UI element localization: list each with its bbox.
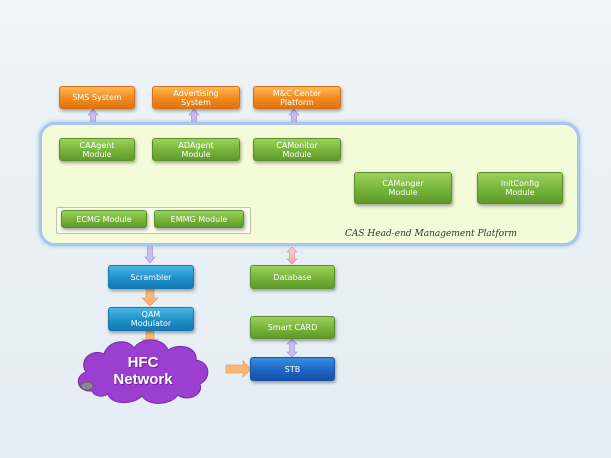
qam-modulator-box[interactable]: QAM Modulator [108, 307, 194, 331]
arrow-smartcard-stb [286, 338, 298, 358]
advertising-system-box[interactable]: Advertising System [152, 86, 240, 109]
hfc-network-label[interactable]: HFC Network [113, 354, 173, 388]
initconfig-module-box[interactable]: InitConfig Module [477, 172, 563, 204]
hfc-cloud-shape [77, 339, 209, 404]
arrow-scrambler-qam [141, 288, 159, 307]
scrambler-box[interactable]: Scrambler [108, 265, 194, 289]
caagent-module-box[interactable]: CAAgent Module [59, 138, 135, 161]
ecmg-module-box[interactable]: ECMG Module [61, 210, 147, 228]
mc-center-platform-box[interactable]: M&C Center Platform [253, 86, 341, 109]
arrow-platform-database [286, 246, 298, 265]
platform-label: CAS Head-end Management Platform [345, 229, 517, 239]
arrow-hfc-stb [225, 360, 252, 378]
camonitor-module-box[interactable]: CAMonitor Module [253, 138, 341, 161]
hfc-cable-icon [80, 381, 94, 391]
camanger-module-box[interactable]: CAManger Module [354, 172, 452, 204]
sms-system-box[interactable]: SMS System [59, 86, 135, 109]
adagent-module-box[interactable]: ADAgent Module [152, 138, 240, 161]
stb-box[interactable]: STB [250, 357, 335, 381]
smart-card-box[interactable]: Smart CARD [250, 316, 335, 339]
database-box[interactable]: Database [250, 265, 335, 289]
emmg-module-box[interactable]: EMMG Module [154, 210, 244, 228]
